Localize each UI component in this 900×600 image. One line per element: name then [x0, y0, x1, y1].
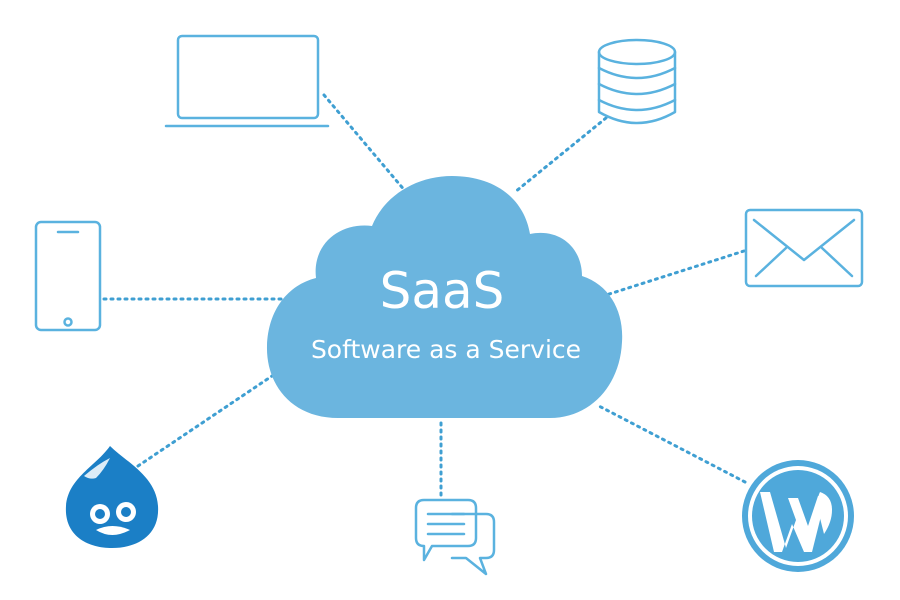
connector-wordpress: [595, 403, 747, 484]
cloud-shape: [266, 176, 623, 418]
diagram-subtitle: Software as a Service: [311, 335, 581, 364]
saas-cloud: SaaS Software as a Service: [266, 176, 623, 418]
connector-laptop: [322, 93, 408, 194]
connector-drupal: [136, 374, 274, 468]
wordpress-logo: [742, 460, 854, 572]
smartphone-icon: [34, 220, 102, 332]
connector-envelope: [601, 249, 746, 298]
envelope-icon: [744, 208, 864, 288]
laptop-icon: [164, 34, 330, 128]
database-icon: [597, 38, 677, 125]
connectors: [102, 93, 747, 497]
drupal-logo: [65, 446, 159, 548]
connector-database: [513, 116, 608, 194]
diagram-title: SaaS: [380, 262, 505, 320]
chat-bubbles-icon: [414, 498, 496, 576]
